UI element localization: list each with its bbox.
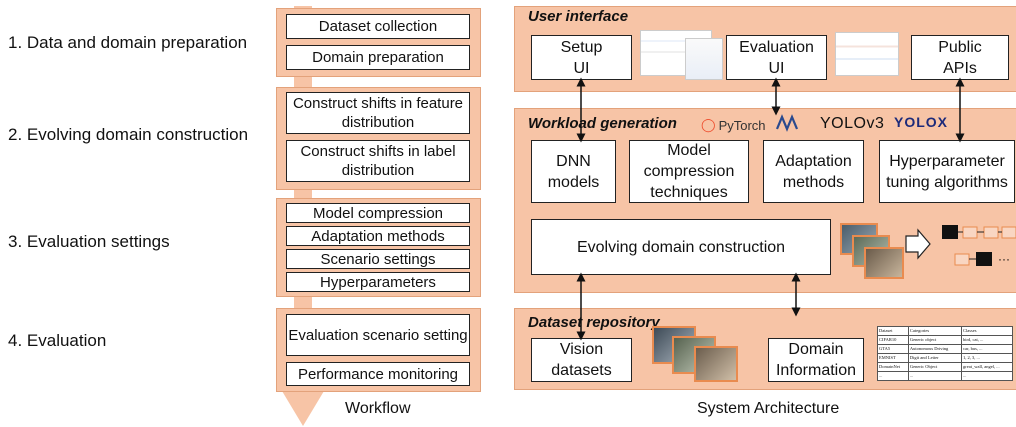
user-interface-title: User interface xyxy=(528,8,629,25)
evaluation-ui-box: Evaluation UI xyxy=(726,35,827,80)
label-shift-box: Construct shifts in label distribution xyxy=(286,140,470,182)
setup-ui-screenshot-2 xyxy=(685,38,723,80)
adaptation-methods-box: Adaptation methods xyxy=(286,226,470,246)
hyperparameters-box: Hyperparameters xyxy=(286,272,470,292)
pytorch-icon: ◯ xyxy=(701,117,716,132)
yolox-logo: YOLOX xyxy=(894,114,949,130)
domain-image-stack-3 xyxy=(864,247,904,279)
setup-ui-box: Setup UI xyxy=(531,35,632,80)
dataset-collection-box: Dataset collection xyxy=(286,14,470,39)
domain-preparation-box: Domain preparation xyxy=(286,45,470,70)
adaptation-methods-arch-box: Adaptation methods xyxy=(763,140,864,203)
vision-datasets-image-3 xyxy=(694,346,738,382)
meta-ai-logo xyxy=(775,114,799,132)
workflow-step-2: 2. Evolving domain construction xyxy=(8,125,249,144)
table-cell: ... xyxy=(907,371,963,381)
dnn-models-box: DNN models xyxy=(531,140,616,203)
architecture-caption: System Architecture xyxy=(697,400,840,417)
workflow-step-3: 3. Evaluation settings xyxy=(8,232,170,251)
model-compression-techniques-box: Model compression techniques xyxy=(629,140,749,203)
table-row: CIFAR10 Generic object bird, cat, ... xyxy=(877,335,1013,345)
table-cell: ... xyxy=(961,371,1013,381)
domain-info-table: Dataset Categories Classes CIFAR10 Gener… xyxy=(877,326,1013,381)
pytorch-logo: ◯ PyTorch xyxy=(701,117,766,133)
svg-text:···: ··· xyxy=(998,252,1010,266)
workflow-caption: Workflow xyxy=(345,400,411,417)
feature-shift-box: Construct shifts in feature distribution xyxy=(286,92,470,134)
workflow-step-1: 1. Data and domain preparation xyxy=(8,33,248,52)
dataset-repository-title: Dataset repository xyxy=(528,314,660,331)
model-compression-box: Model compression xyxy=(286,203,470,223)
vision-datasets-box: Vision datasets xyxy=(531,338,632,382)
performance-monitoring-box: Performance monitoring xyxy=(286,362,470,386)
evaluation-ui-screenshot xyxy=(835,32,899,76)
workload-generation-title: Workload generation xyxy=(528,115,677,132)
domain-information-box: Domain Information xyxy=(768,338,864,382)
evolving-domain-construction-box: Evolving domain construction xyxy=(531,219,831,275)
yolov3-logo: YOLOv3 xyxy=(820,115,885,132)
scenario-settings-box: Scenario settings xyxy=(286,249,470,269)
workflow-step-4: 4. Evaluation xyxy=(8,331,107,350)
table-row: ... ... ... xyxy=(877,371,1013,381)
hyperparameter-tuning-box: Hyperparameter tuning algorithms xyxy=(879,140,1015,203)
evaluation-scenario-box: Evaluation scenario setting xyxy=(286,314,470,356)
